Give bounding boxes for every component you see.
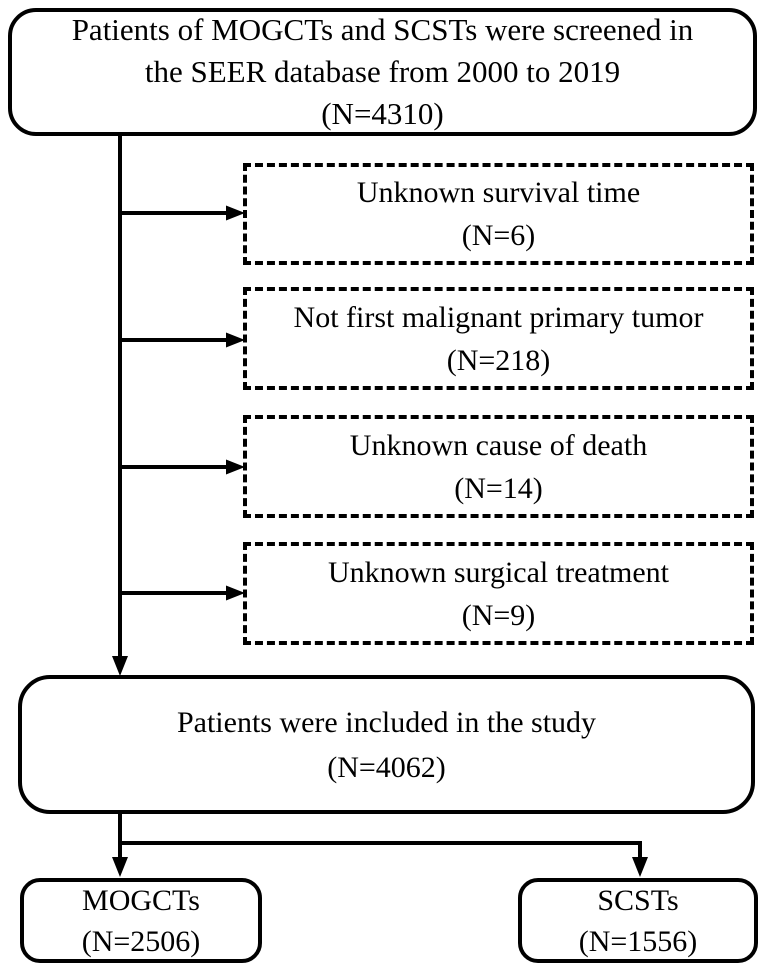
branch-connector <box>112 812 648 877</box>
screening-box-line-1: Patients of MOGCTs and SCSTs were screen… <box>71 12 694 47</box>
exclusion-label: Not first malignant primary tumor <box>293 300 704 334</box>
exclusion-box-unknown-surgical-treatment: Unknown surgical treatment (N=9) <box>243 542 754 645</box>
branch-count: (N=2506) <box>81 924 201 958</box>
exclusion-count: (N=218) <box>446 343 551 377</box>
screening-box: Patients of MOGCTs and SCSTs were screen… <box>8 8 757 136</box>
exclusion-arrow-3 <box>120 459 245 475</box>
branch-count: (N=1556) <box>578 924 698 958</box>
exclusion-box-not-first-malignant-primary-tumor: Not first malignant primary tumor (N=218… <box>243 287 754 390</box>
exclusion-arrow-4 <box>120 585 245 601</box>
exclusion-count: (N=6) <box>461 219 536 252</box>
exclusion-label: Unknown survival time <box>356 176 641 209</box>
included-box: Patients were included in the study (N=4… <box>18 675 755 814</box>
included-box-count: (N=4062) <box>327 750 446 784</box>
branch-box-scsts: SCSTs (N=1556) <box>518 878 758 963</box>
exclusion-box-unknown-survival-time: Unknown survival time (N=6) <box>243 163 754 265</box>
exclusion-label: Unknown cause of death <box>349 428 648 462</box>
branch-label: SCSTs <box>597 883 679 917</box>
exclusion-label: Unknown surgical treatment <box>327 555 670 589</box>
exclusion-box-unknown-cause-of-death: Unknown cause of death (N=14) <box>243 415 754 518</box>
included-box-line-1: Patients were included in the study <box>176 705 597 739</box>
main-flow-line <box>112 133 128 676</box>
branch-box-mogcts: MOGCTs (N=2506) <box>20 878 262 963</box>
branch-label: MOGCTs <box>82 883 200 917</box>
exclusion-count: (N=9) <box>461 598 536 632</box>
exclusion-count: (N=14) <box>454 471 543 505</box>
exclusion-arrow-2 <box>120 332 245 348</box>
exclusion-arrow-1 <box>120 205 245 221</box>
screening-box-line-2: the SEER database from 2000 to 2019 <box>144 54 621 89</box>
screening-box-count: (N=4310) <box>321 96 444 131</box>
